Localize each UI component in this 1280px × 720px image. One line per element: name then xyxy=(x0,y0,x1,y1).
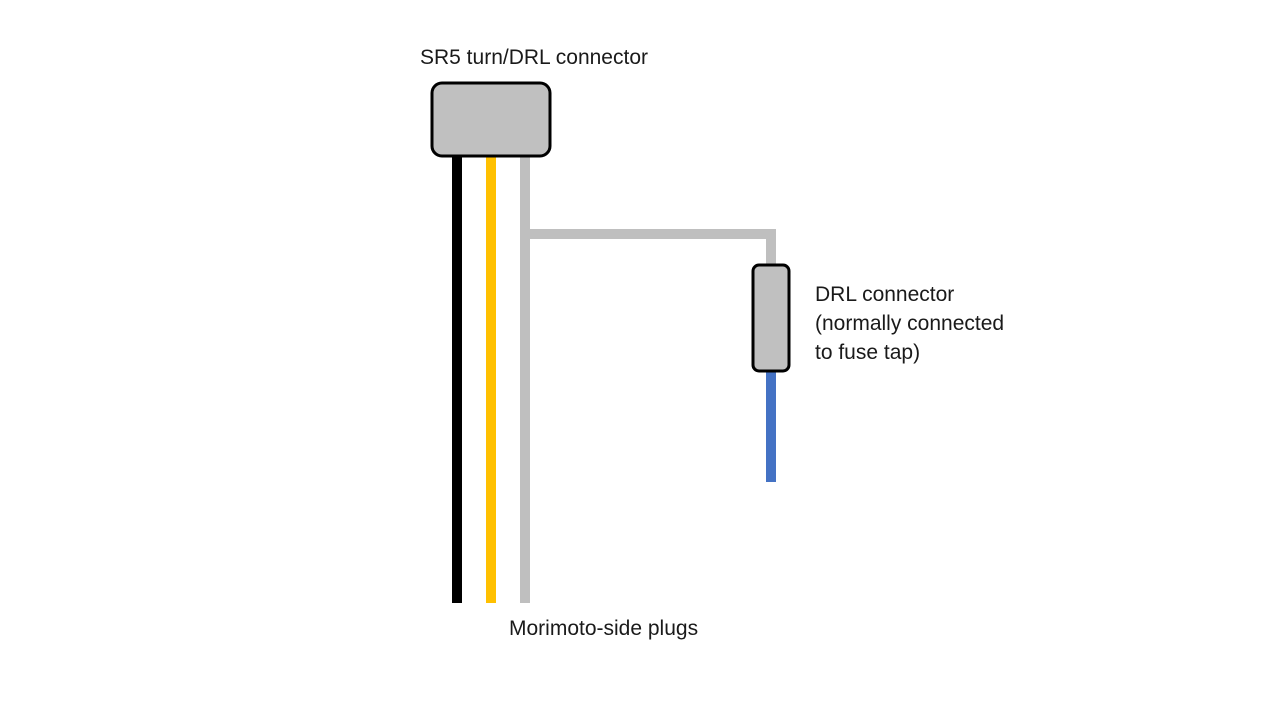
gray-branch-wire xyxy=(525,229,776,268)
morimoto-plugs-label: Morimoto-side plugs xyxy=(509,617,699,640)
sr5-connector xyxy=(430,81,552,158)
sr5-connector-label: SR5 turn/DRL connector xyxy=(420,46,648,69)
drl-connector-label-line-3: to fuse tap) xyxy=(815,341,921,364)
drl-connector-label: DRL connector (normally connected to fus… xyxy=(815,280,1004,367)
drl-connector-label-line-2: (normally connected xyxy=(815,312,1005,335)
drl-connector-label-line-1: DRL connector xyxy=(815,283,955,306)
drl-connector xyxy=(751,263,791,373)
